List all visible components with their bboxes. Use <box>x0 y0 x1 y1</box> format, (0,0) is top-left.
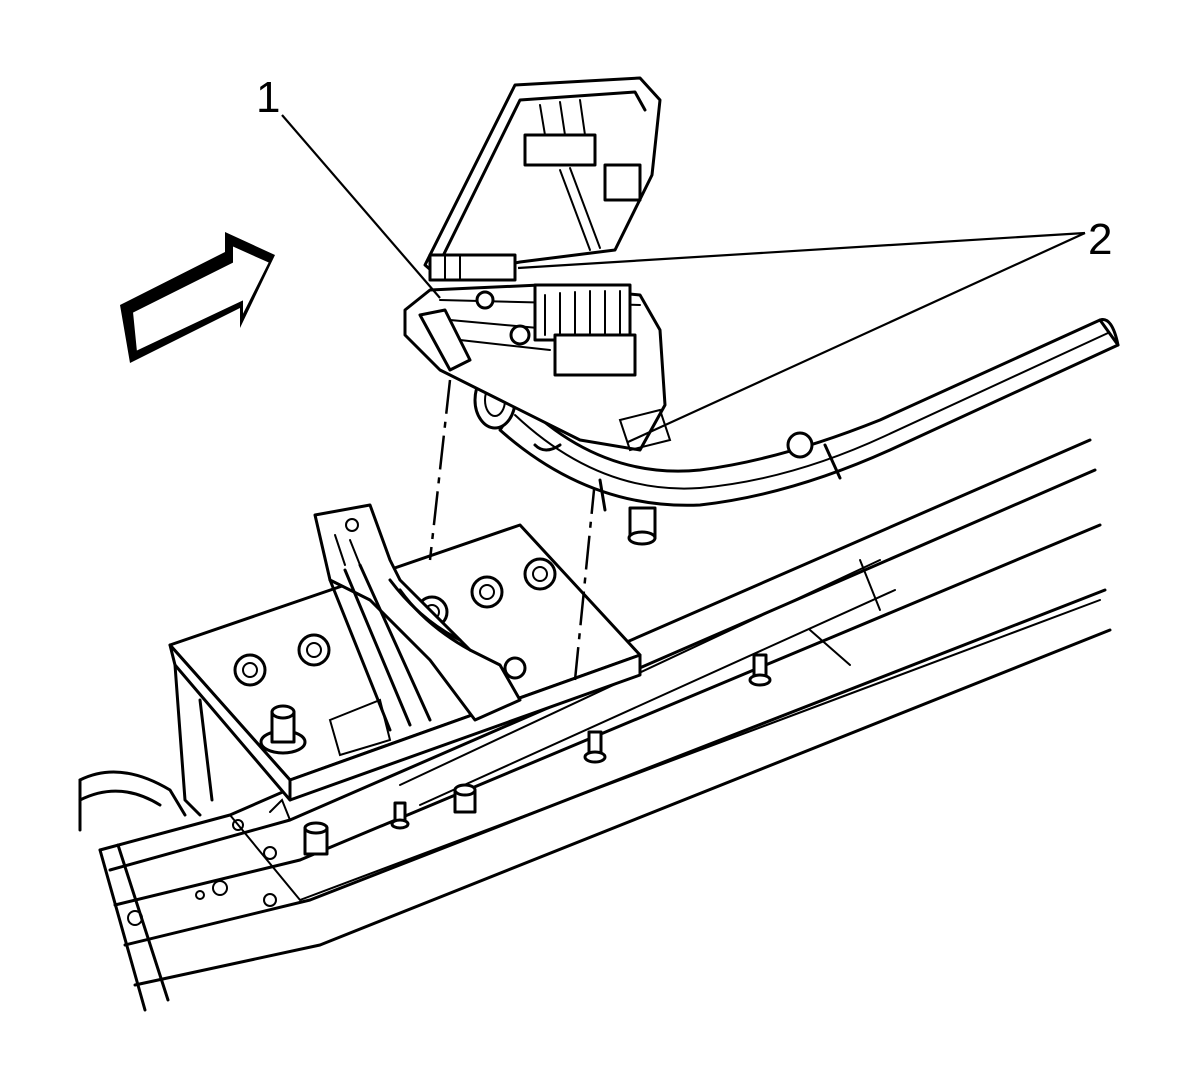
leader-line-2b <box>627 231 1086 444</box>
harness-clip <box>627 431 814 546</box>
callout-label-2: 2 <box>1088 215 1112 264</box>
arrow-icon <box>120 232 275 363</box>
battery-bracket <box>313 503 527 732</box>
fuse-block <box>403 283 672 452</box>
leader-line-2a <box>517 231 1086 270</box>
frame-studs <box>303 653 772 856</box>
stud <box>583 730 607 764</box>
leader-lines <box>281 114 1086 444</box>
leader-line-1 <box>281 114 441 299</box>
alignment-lines <box>428 379 597 681</box>
callout-label-1: 1 <box>256 73 280 122</box>
battery-terminal <box>259 704 307 755</box>
stud <box>748 653 772 687</box>
nut <box>453 783 477 814</box>
battery <box>168 523 642 817</box>
stud <box>390 801 410 830</box>
nut <box>303 821 329 856</box>
fuse-block-cover <box>423 76 662 282</box>
